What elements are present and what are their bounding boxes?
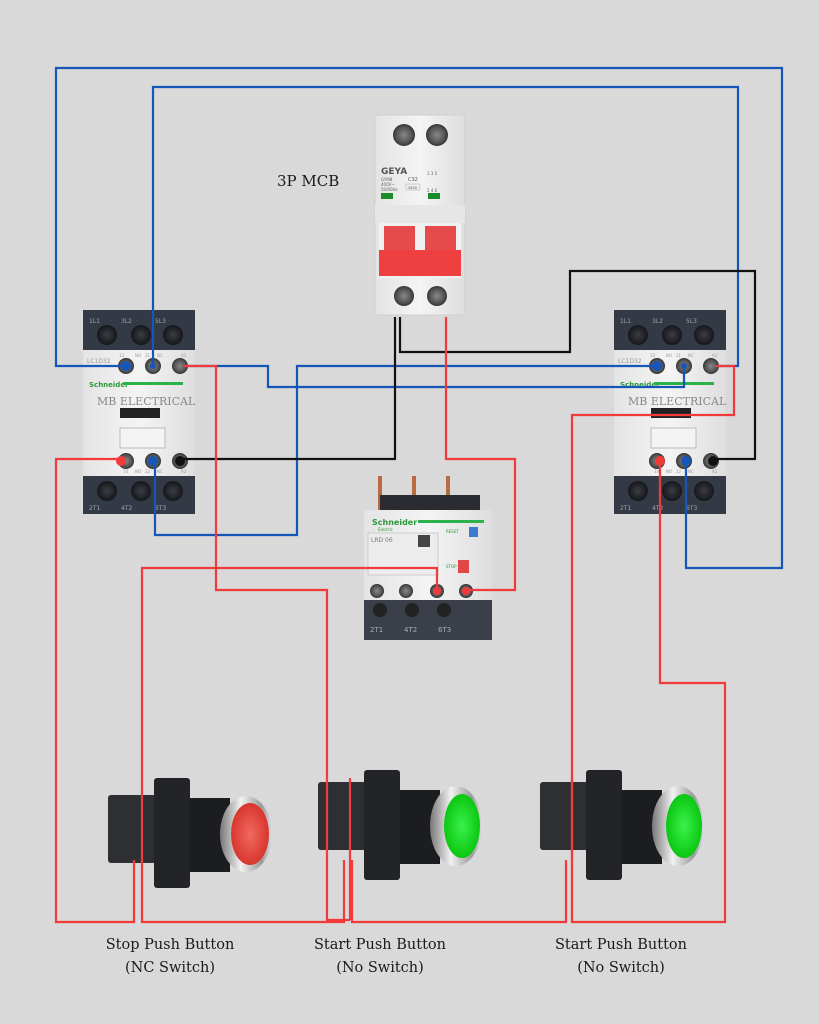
- aux-label: 21: [145, 353, 151, 358]
- aux-label: NO: [666, 469, 672, 474]
- contactor-right: 1L1 3L2 5L3 LC1D32 13 NO 21 NC A1 Schnei…: [614, 310, 727, 514]
- aux-label: A1: [712, 353, 718, 358]
- terminal-label: 2T1: [370, 626, 383, 634]
- contactor-model: LC1D32: [618, 358, 642, 365]
- caption-line: (No Switch): [577, 960, 665, 976]
- mcb-toggle-2[interactable]: [425, 226, 456, 250]
- terminal-label: 4T2: [652, 505, 663, 512]
- mcb-screw-icon: [393, 124, 415, 146]
- aux-label: NO: [666, 353, 672, 358]
- contactor-model: LC1D32: [87, 358, 111, 365]
- terminal-label: 6T3: [686, 505, 697, 512]
- mcb-terminals-top: 1 3 5: [427, 171, 438, 176]
- wire-black: [180, 317, 397, 461]
- caption-line: (NC Switch): [125, 960, 215, 976]
- stop-button-caption: Stop Push Button (NC Switch): [70, 934, 270, 980]
- terminal-label: 1L1: [89, 318, 100, 325]
- mcb-screw-icon: [427, 286, 447, 306]
- nameplate: MB ELECTRICAL: [97, 395, 196, 408]
- aux-label: NC: [157, 353, 163, 358]
- mcb-screw-icon: [426, 124, 448, 146]
- terminal-label: 3L2: [652, 318, 663, 325]
- push-button-stop[interactable]: [108, 778, 272, 888]
- overload-relay: Schneider Electric LRD 06 RESET STOP 2T1…: [364, 476, 492, 640]
- caption-line: (No Switch): [336, 960, 424, 976]
- start-button-1-caption: Start Push Button (No Switch): [280, 934, 480, 980]
- caption-line: Start Push Button: [555, 937, 687, 953]
- terminal-dots: [116, 361, 718, 595]
- mcb-indicator: [428, 193, 440, 199]
- contactor-left: 1L1 3L2 5L3 LC1D32 13 NO 21 NC A1 Schnei…: [83, 310, 196, 514]
- mcb-indicator: [381, 193, 393, 199]
- mcb-voltage: 400V~: [381, 182, 395, 187]
- aux-label: A2: [181, 469, 187, 474]
- terminal-label: 1L1: [620, 318, 631, 325]
- push-button-start-1[interactable]: [318, 770, 482, 880]
- aux-label: 14: [123, 469, 129, 474]
- aux-label: A2: [712, 469, 718, 474]
- brand-logo: Schneider: [89, 381, 129, 389]
- mcb-frequency: 50/60Hz: [381, 187, 398, 192]
- aux-label: NO: [135, 353, 141, 358]
- mcb: GEYA GYM8 400V~ 50/60Hz C32 4500 1 3 5 2…: [374, 114, 466, 316]
- terminal-label: 4T2: [404, 626, 417, 634]
- relay-brand-sub: Electric: [378, 527, 393, 532]
- wire-blue: [54, 66, 784, 570]
- terminal-label: 2T1: [620, 505, 631, 512]
- aux-label: NO: [135, 469, 141, 474]
- wire-red: [184, 364, 350, 922]
- terminal-label: 3L2: [121, 318, 132, 325]
- mcb-handle[interactable]: [379, 250, 461, 276]
- wire-red: [570, 364, 736, 924]
- aux-label: 13: [650, 353, 656, 358]
- aux-label: 14: [654, 469, 660, 474]
- aux-label: NC: [688, 469, 694, 474]
- start-button-cap[interactable]: [444, 794, 480, 858]
- wire-black: [398, 269, 757, 461]
- terminal-label: 6T3: [438, 626, 451, 634]
- terminal-label: 5L3: [686, 318, 697, 325]
- mcb-model: GYM8: [381, 177, 393, 182]
- mcb-toggle-1[interactable]: [384, 226, 415, 250]
- wire-red: [54, 457, 136, 924]
- caption-line: Stop Push Button: [105, 937, 235, 953]
- mcb-rating: C32: [408, 177, 418, 183]
- wire-blue: [153, 364, 657, 537]
- mcb-screw-icon: [394, 286, 414, 306]
- start-button-2-caption: Start Push Button (No Switch): [521, 934, 721, 980]
- terminal-label: 6T3: [155, 505, 166, 512]
- relay-brand-logo: Schneider: [372, 518, 417, 527]
- aux-label: 21: [676, 353, 682, 358]
- wire-blue: [186, 364, 686, 389]
- terminal-label: 4T2: [121, 505, 132, 512]
- caption-line: Start Push Button: [314, 937, 446, 953]
- nameplate: MB ELECTRICAL: [628, 395, 727, 408]
- wire-red: [444, 317, 517, 592]
- stop-label: STOP: [446, 564, 457, 569]
- stop-button-cap[interactable]: [231, 803, 269, 865]
- terminal-label: 5L3: [155, 318, 166, 325]
- aux-label: 22: [676, 469, 682, 474]
- reset-button[interactable]: [469, 527, 478, 537]
- aux-label: A1: [181, 353, 187, 358]
- mcb-title: 3P MCB: [277, 172, 340, 190]
- relay-model: LRD 06: [371, 537, 393, 544]
- aux-label: 22: [145, 469, 151, 474]
- mcb-terminals-bottom: 2 4 6: [427, 188, 438, 193]
- mcb-breaking: 4500: [408, 186, 417, 190]
- mcb-brand: GEYA: [381, 167, 407, 177]
- reset-label: RESET: [446, 529, 459, 534]
- wire-red: [140, 566, 439, 924]
- start-button-cap[interactable]: [666, 794, 702, 858]
- relay-stop-button[interactable]: [458, 560, 469, 573]
- terminal-label: 2T1: [89, 505, 100, 512]
- brand-logo: Schneider: [620, 381, 660, 389]
- aux-label: NC: [688, 353, 694, 358]
- aux-label: NC: [157, 469, 163, 474]
- wire-red: [350, 860, 568, 924]
- push-button-start-2[interactable]: [540, 770, 704, 880]
- aux-label: 13: [119, 353, 125, 358]
